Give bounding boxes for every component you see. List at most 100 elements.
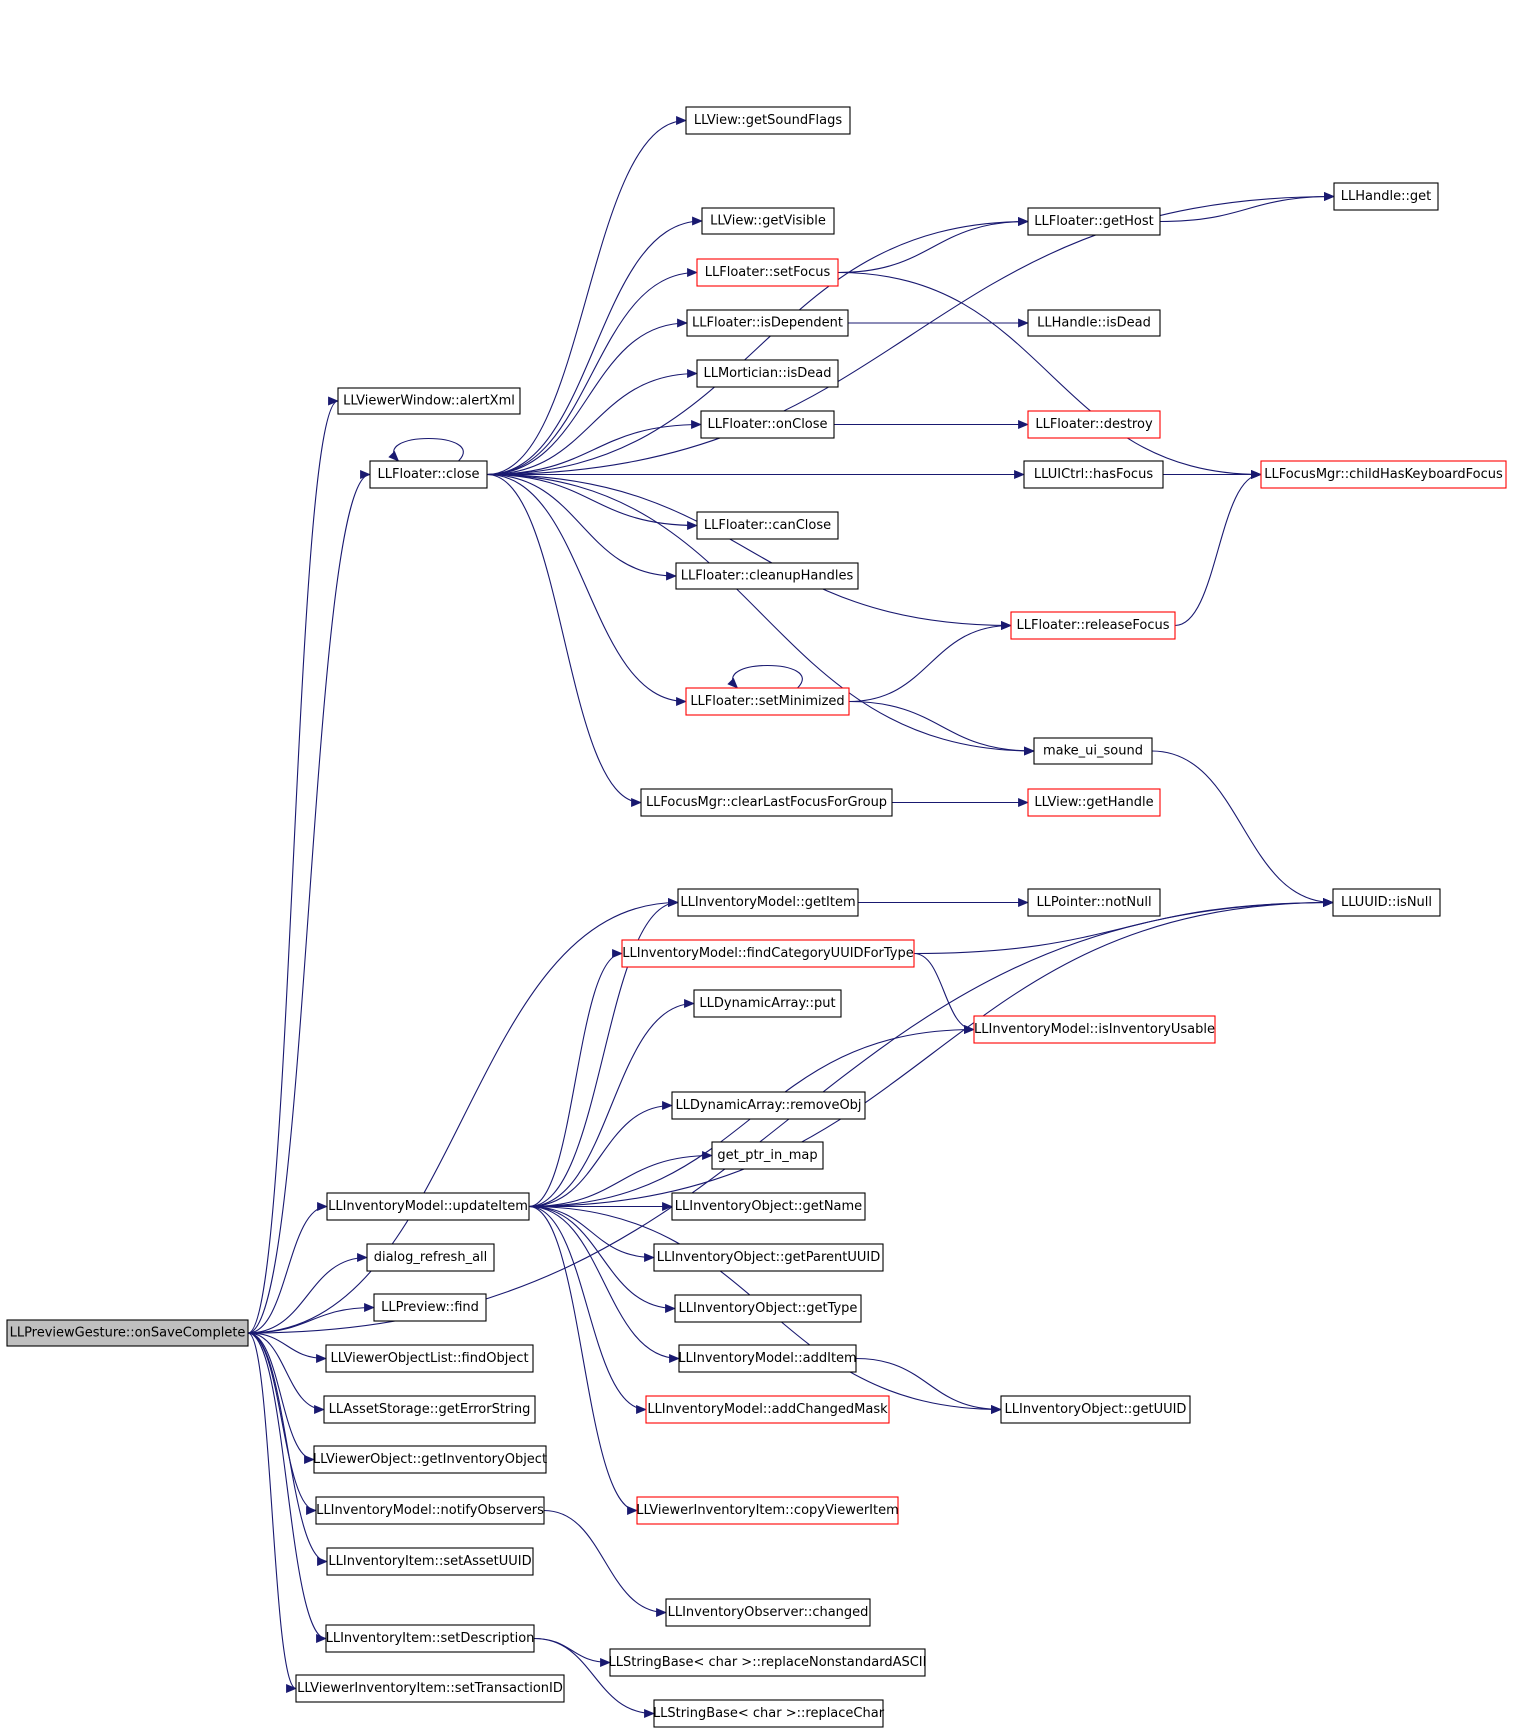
node-box [369,460,488,489]
node-findCategory[interactable]: LLInventoryModel::findCategoryUUIDForTyp… [621,939,915,968]
node-getPtrInMap[interactable]: get_ptr_in_map [711,1141,824,1170]
node-box [653,1699,884,1728]
node-label: LLFocusMgr::childHasKeyboardFocus [1264,467,1503,482]
node-setMinimized[interactable]: LLFloater::setMinimized [685,687,850,716]
node-getHandle[interactable]: LLView::getHandle [1027,788,1161,817]
node-handleGet[interactable]: LLHandle::get [1333,182,1439,211]
node-label: LLDynamicArray::put [699,996,835,1011]
node-box [1027,788,1161,817]
node-observerChanged[interactable]: LLInventoryObserver::changed [665,1598,871,1627]
edge-root-to-dialogRefresh [247,1253,368,1334]
edge-layer [247,116,1335,1718]
node-dynPut[interactable]: LLDynamicArray::put [693,989,842,1018]
edge-setDescription-to-replaceNonstd [533,1637,611,1667]
node-box [675,562,859,590]
node-onClose[interactable]: LLFloater::onClose [700,410,835,439]
edge-setDescription-to-replaceChar [533,1637,655,1718]
edge-close-to-onClose [486,420,702,476]
node-addChangedMask[interactable]: LLInventoryModel::addChangedMask [645,1395,890,1424]
node-getType[interactable]: LLInventoryObject::getType [674,1294,862,1323]
node-notNull[interactable]: LLPointer::notNull [1027,888,1161,917]
node-morticianIsDead[interactable]: LLMortician::isDead [696,359,839,388]
node-getUUID[interactable]: LLInventoryObject::getUUID [1000,1395,1191,1424]
node-label: LLFocusMgr::clearLastFocusForGroup [646,795,887,810]
edge-updateItem-to-findCategory [528,949,623,1208]
node-canClose[interactable]: LLFloater::canClose [696,511,839,540]
node-setFocus[interactable]: LLFloater::setFocus [696,258,839,287]
node-alertXml[interactable]: LLViewerWindow::alertXml [337,387,521,415]
node-isInvUsable[interactable]: LLInventoryModel::isInventoryUsable [973,1015,1216,1044]
node-box [1023,460,1164,489]
node-box [1333,182,1439,211]
node-label: LLFloater::cleanupHandles [681,569,854,584]
edge-close-to-getHost [486,217,1029,476]
node-label: LLPreviewGesture::onSaveComplete [10,1326,246,1341]
node-previewFind[interactable]: LLPreview::find [373,1293,487,1322]
node-setTransactionID[interactable]: LLViewerInventoryItem::setTransactionID [295,1674,565,1703]
edge-root-to-close [247,470,371,1334]
node-updateItem[interactable]: LLInventoryModel::updateItem [326,1192,530,1221]
node-childHasKbFocus[interactable]: LLFocusMgr::childHasKeyboardFocus [1260,460,1507,489]
node-box [366,1243,495,1272]
node-close[interactable]: LLFloater::close [369,460,488,489]
node-label: LLHandle::isDead [1037,316,1151,331]
node-label: LLViewerInventoryItem::setTransactionID [297,1681,563,1696]
edge-updateItem-to-dynPut [528,999,695,1208]
node-getHost[interactable]: LLFloater::getHost [1027,207,1161,236]
node-copyViewerItem[interactable]: LLViewerInventoryItem::copyViewerItem [636,1496,899,1525]
edge-close-to-getSoundFlags [486,116,687,476]
node-findObject[interactable]: LLViewerObjectList::findObject [325,1344,534,1373]
node-label: LLInventoryModel::isInventoryUsable [974,1022,1215,1037]
edge-updateItem-to-getType [528,1205,676,1313]
node-releaseFocus[interactable]: LLFloater::releaseFocus [1010,611,1176,640]
edge-root-to-setTransactionID [247,1332,297,1693]
node-box [1033,737,1153,765]
node-handleIsDead[interactable]: LLHandle::isDead [1027,309,1161,337]
node-clearLastFocus[interactable]: LLFocusMgr::clearLastFocusForGroup [640,788,893,817]
node-cleanupHandles[interactable]: LLFloater::cleanupHandles [675,562,859,590]
edge-setFocus-to-getHost [837,217,1029,274]
node-getErrorString[interactable]: LLAssetStorage::getErrorString [323,1395,536,1424]
node-label: LLAssetStorage::getErrorString [329,1402,531,1417]
node-getVisible[interactable]: LLView::getVisible [701,207,835,235]
node-label: LLInventoryModel::updateItem [328,1199,528,1214]
node-getItem[interactable]: LLInventoryModel::getItem [677,888,859,917]
node-setAssetUUID[interactable]: LLInventoryItem::setAssetUUID [326,1547,534,1576]
node-root[interactable]: LLPreviewGesture::onSaveComplete [6,1319,249,1347]
node-getParentUUID[interactable]: LLInventoryObject::getParentUUID [653,1243,884,1272]
edge-close-to-setMinimized [486,473,687,706]
node-label: LLViewerWindow::alertXml [343,394,515,409]
edge-setMinimized-to-setMinimized [727,665,803,689]
node-uuidIsNull[interactable]: LLUUID::isNull [1332,888,1441,917]
node-dialogRefresh[interactable]: dialog_refresh_all [366,1243,495,1272]
node-makeUiSound[interactable]: make_ui_sound [1033,737,1153,765]
node-setDescription[interactable]: LLInventoryItem::setDescription [325,1624,535,1653]
node-notifyObservers[interactable]: LLInventoryModel::notifyObservers [315,1496,545,1525]
node-getInvObject[interactable]: LLViewerObject::getInventoryObject [313,1445,547,1474]
edge-updateItem-to-copyViewerItem [528,1205,638,1515]
node-hasFocus[interactable]: LLUICtrl::hasFocus [1023,460,1164,489]
node-label: LLStringBase< char >::replaceNonstandard… [609,1655,927,1670]
edge-root-to-updateItem [247,1202,328,1334]
node-box [1027,888,1161,917]
node-label: LLFloater::isDependent [692,316,843,331]
node-box [1332,888,1441,917]
node-label: LLStringBase< char >::replaceChar [653,1706,885,1721]
node-replaceNonstd[interactable]: LLStringBase< char >::replaceNonstandard… [609,1648,927,1677]
edge-findCategory-to-uuidIsNull [913,898,1334,955]
node-label: LLUUID::isNull [1341,895,1432,910]
edge-close-to-isDependent [486,318,688,476]
node-destroy[interactable]: LLFloater::destroy [1027,410,1161,439]
node-addItem[interactable]: LLInventoryModel::addItem [678,1344,857,1373]
node-box [671,1192,866,1221]
edge-root-to-setAssetUUID [247,1332,328,1566]
node-getSoundFlags[interactable]: LLView::getSoundFlags [685,106,851,135]
node-isDependent[interactable]: LLFloater::isDependent [686,309,849,337]
edge-root-to-alertXml [247,396,339,1334]
node-dynRemove[interactable]: LLDynamicArray::removeObj [671,1091,866,1120]
node-getName[interactable]: LLInventoryObject::getName [671,1192,866,1221]
node-replaceChar[interactable]: LLStringBase< char >::replaceChar [653,1699,885,1728]
node-box [326,1547,534,1576]
node-box [1000,1395,1191,1424]
node-label: LLInventoryObject::getType [679,1301,858,1316]
